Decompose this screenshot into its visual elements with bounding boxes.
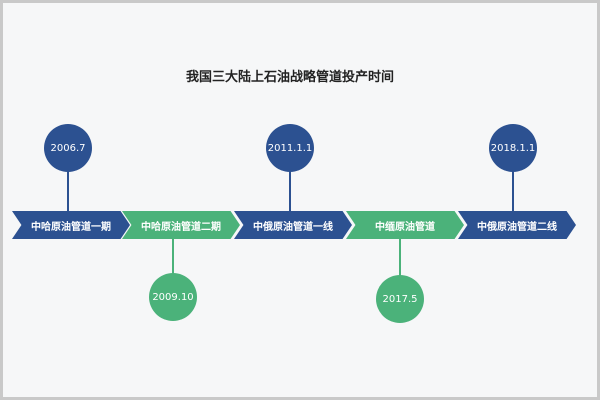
date-circle: 2018.1.1 xyxy=(489,124,537,172)
diagram-title: 我国三大陆上石油战略管道投产时间 xyxy=(185,70,394,85)
date-circle: 2011.1.1 xyxy=(266,124,314,172)
connector-line xyxy=(399,238,401,276)
timeline-arrow: 中俄原油管道二线 xyxy=(458,211,576,239)
date-circle: 2006.7 xyxy=(44,124,92,172)
date-circle: 2009.10 xyxy=(149,273,197,321)
connector-line xyxy=(67,170,69,212)
timeline-arrow: 中缅原油管道 xyxy=(346,211,464,239)
timeline-arrow: 中哈原油管道一期 xyxy=(12,211,130,239)
connector-line xyxy=(172,238,174,274)
connector-line xyxy=(512,170,514,212)
date-circle: 2017.5 xyxy=(376,275,424,323)
connector-line xyxy=(289,170,291,212)
timeline-arrow: 中俄原油管道一线 xyxy=(234,211,352,239)
timeline-arrow: 中哈原油管道二期 xyxy=(122,211,240,239)
